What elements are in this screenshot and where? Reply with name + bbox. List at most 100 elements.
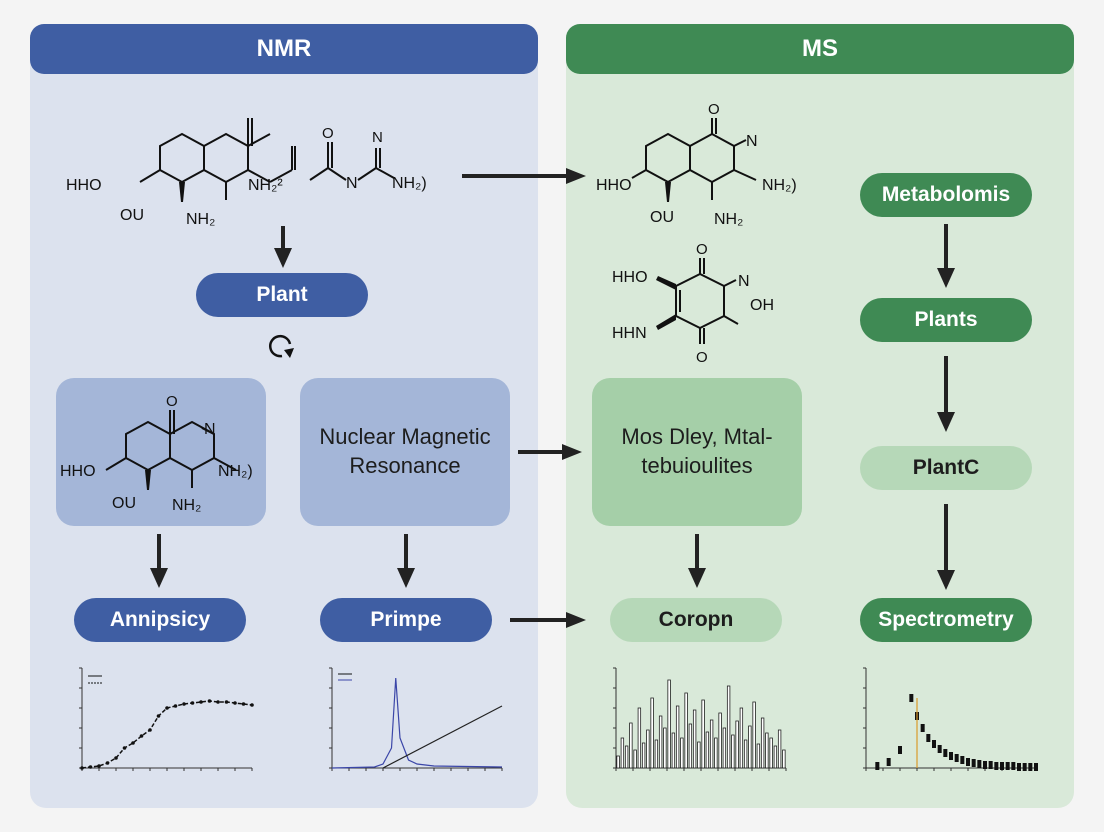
bar xyxy=(667,679,671,769)
data-point xyxy=(875,762,880,770)
nmr-molecule-box xyxy=(56,378,266,526)
box-mol-ou: OU xyxy=(112,495,136,512)
svg-text:O: O xyxy=(696,241,708,258)
box-mol-n: N xyxy=(204,421,216,438)
bar xyxy=(756,743,761,769)
data-point xyxy=(1000,762,1004,770)
mol-label-hho: HHO xyxy=(66,177,102,194)
data-point xyxy=(131,741,135,745)
quinone-hho: HHO xyxy=(612,269,648,286)
bar xyxy=(624,745,629,769)
ms-header: MS xyxy=(566,24,1074,74)
data-point xyxy=(105,761,110,765)
arrow-nmr-to-ms-box xyxy=(518,444,582,460)
data-point xyxy=(114,756,118,760)
mol-label-nh2sq: NH₂² xyxy=(248,177,283,194)
bar xyxy=(629,722,633,769)
bar xyxy=(616,755,620,769)
coropn-label: Coropn xyxy=(658,608,734,631)
data-point xyxy=(233,701,237,705)
box-mol-hho: HHO xyxy=(60,463,96,480)
nmr-header: NMR xyxy=(30,24,538,74)
nmr-technique-box: Nuclear Magnetic Resonance xyxy=(300,378,510,526)
arrow-plants-to-plantc xyxy=(937,356,955,432)
data-point xyxy=(994,762,999,770)
ms-technique-label: Mos Dley, Mtal- tebuioulites xyxy=(621,424,773,478)
svg-text:O: O xyxy=(696,349,708,366)
chart-nmr-right xyxy=(329,667,503,771)
data-point xyxy=(182,702,186,706)
data-point xyxy=(1022,763,1027,771)
bar xyxy=(705,731,710,769)
arrow-plantc-to-spectrometry xyxy=(937,504,955,590)
bar xyxy=(735,720,739,769)
metabolomis-label: Metabolomis xyxy=(881,183,1011,206)
annipsicy-pill: Annipsicy xyxy=(74,598,246,642)
bar xyxy=(663,727,667,769)
ms-molecule-top: O N HHO OU NH₂ NH₂) xyxy=(596,101,797,228)
svg-text:O: O xyxy=(166,393,178,410)
bar xyxy=(637,707,642,769)
bar xyxy=(684,692,688,769)
chart-nmr-left xyxy=(79,667,254,771)
bar xyxy=(646,729,650,769)
data-point xyxy=(988,761,993,769)
ms-mol-nh2b: NH₂) xyxy=(762,177,797,194)
data-point xyxy=(148,728,152,732)
data-point xyxy=(80,766,84,770)
bar xyxy=(782,749,786,769)
ms-mol-ou: OU xyxy=(650,209,674,226)
nmr-title: NMR xyxy=(256,35,312,62)
bar xyxy=(769,737,773,769)
nmr-box-molecule: O N HHO OU NH₂ NH₂) xyxy=(60,393,253,514)
data-point xyxy=(1034,763,1038,771)
box-mol-nh2b: NH₂) xyxy=(218,463,253,480)
data-point xyxy=(926,734,931,742)
bar xyxy=(641,742,646,769)
cycle-icon xyxy=(269,334,294,358)
data-point xyxy=(977,760,982,768)
data-point xyxy=(949,752,953,760)
series-line xyxy=(331,677,503,769)
coropn-pill: Coropn xyxy=(610,598,782,642)
arrow-urea-to-ms xyxy=(462,168,586,184)
series-line xyxy=(81,700,253,769)
data-point xyxy=(139,734,144,738)
plant-label: Plant xyxy=(256,283,308,306)
primpe-label: Primpe xyxy=(370,608,442,631)
data-point xyxy=(971,759,976,767)
data-point xyxy=(190,701,195,705)
bar xyxy=(654,739,659,769)
data-point xyxy=(88,765,93,769)
plants-label: Plants xyxy=(914,308,978,331)
bar xyxy=(671,732,676,769)
data-point xyxy=(224,700,229,704)
primpe-pill: Primpe xyxy=(320,598,492,642)
bar xyxy=(675,705,680,769)
bar xyxy=(760,717,765,769)
spectrometry-label: Spectrometry xyxy=(878,608,1014,631)
series-line xyxy=(382,705,503,769)
bar xyxy=(633,749,637,769)
bar xyxy=(743,739,748,769)
bar xyxy=(692,709,697,769)
data-point xyxy=(1005,762,1010,770)
plant-pill: Plant xyxy=(196,273,368,317)
quinone-n: N xyxy=(738,273,750,290)
bar xyxy=(714,737,718,769)
ms-mol-hho: HHO xyxy=(596,177,632,194)
ms-technique-box: Mos Dley, Mtal- tebuioulites xyxy=(592,378,802,526)
svg-text:O: O xyxy=(708,101,720,118)
bar xyxy=(697,741,701,769)
data-point xyxy=(97,764,101,768)
ms-mol-n: N xyxy=(746,133,758,150)
svg-text:N: N xyxy=(372,129,383,146)
data-point xyxy=(216,700,220,704)
data-point xyxy=(1011,762,1016,770)
bar xyxy=(709,719,714,769)
bar xyxy=(726,685,731,769)
data-point xyxy=(943,749,948,757)
ms-title: MS xyxy=(802,35,838,62)
arrow-box-to-annipsicy xyxy=(150,534,168,588)
bar xyxy=(731,734,735,769)
